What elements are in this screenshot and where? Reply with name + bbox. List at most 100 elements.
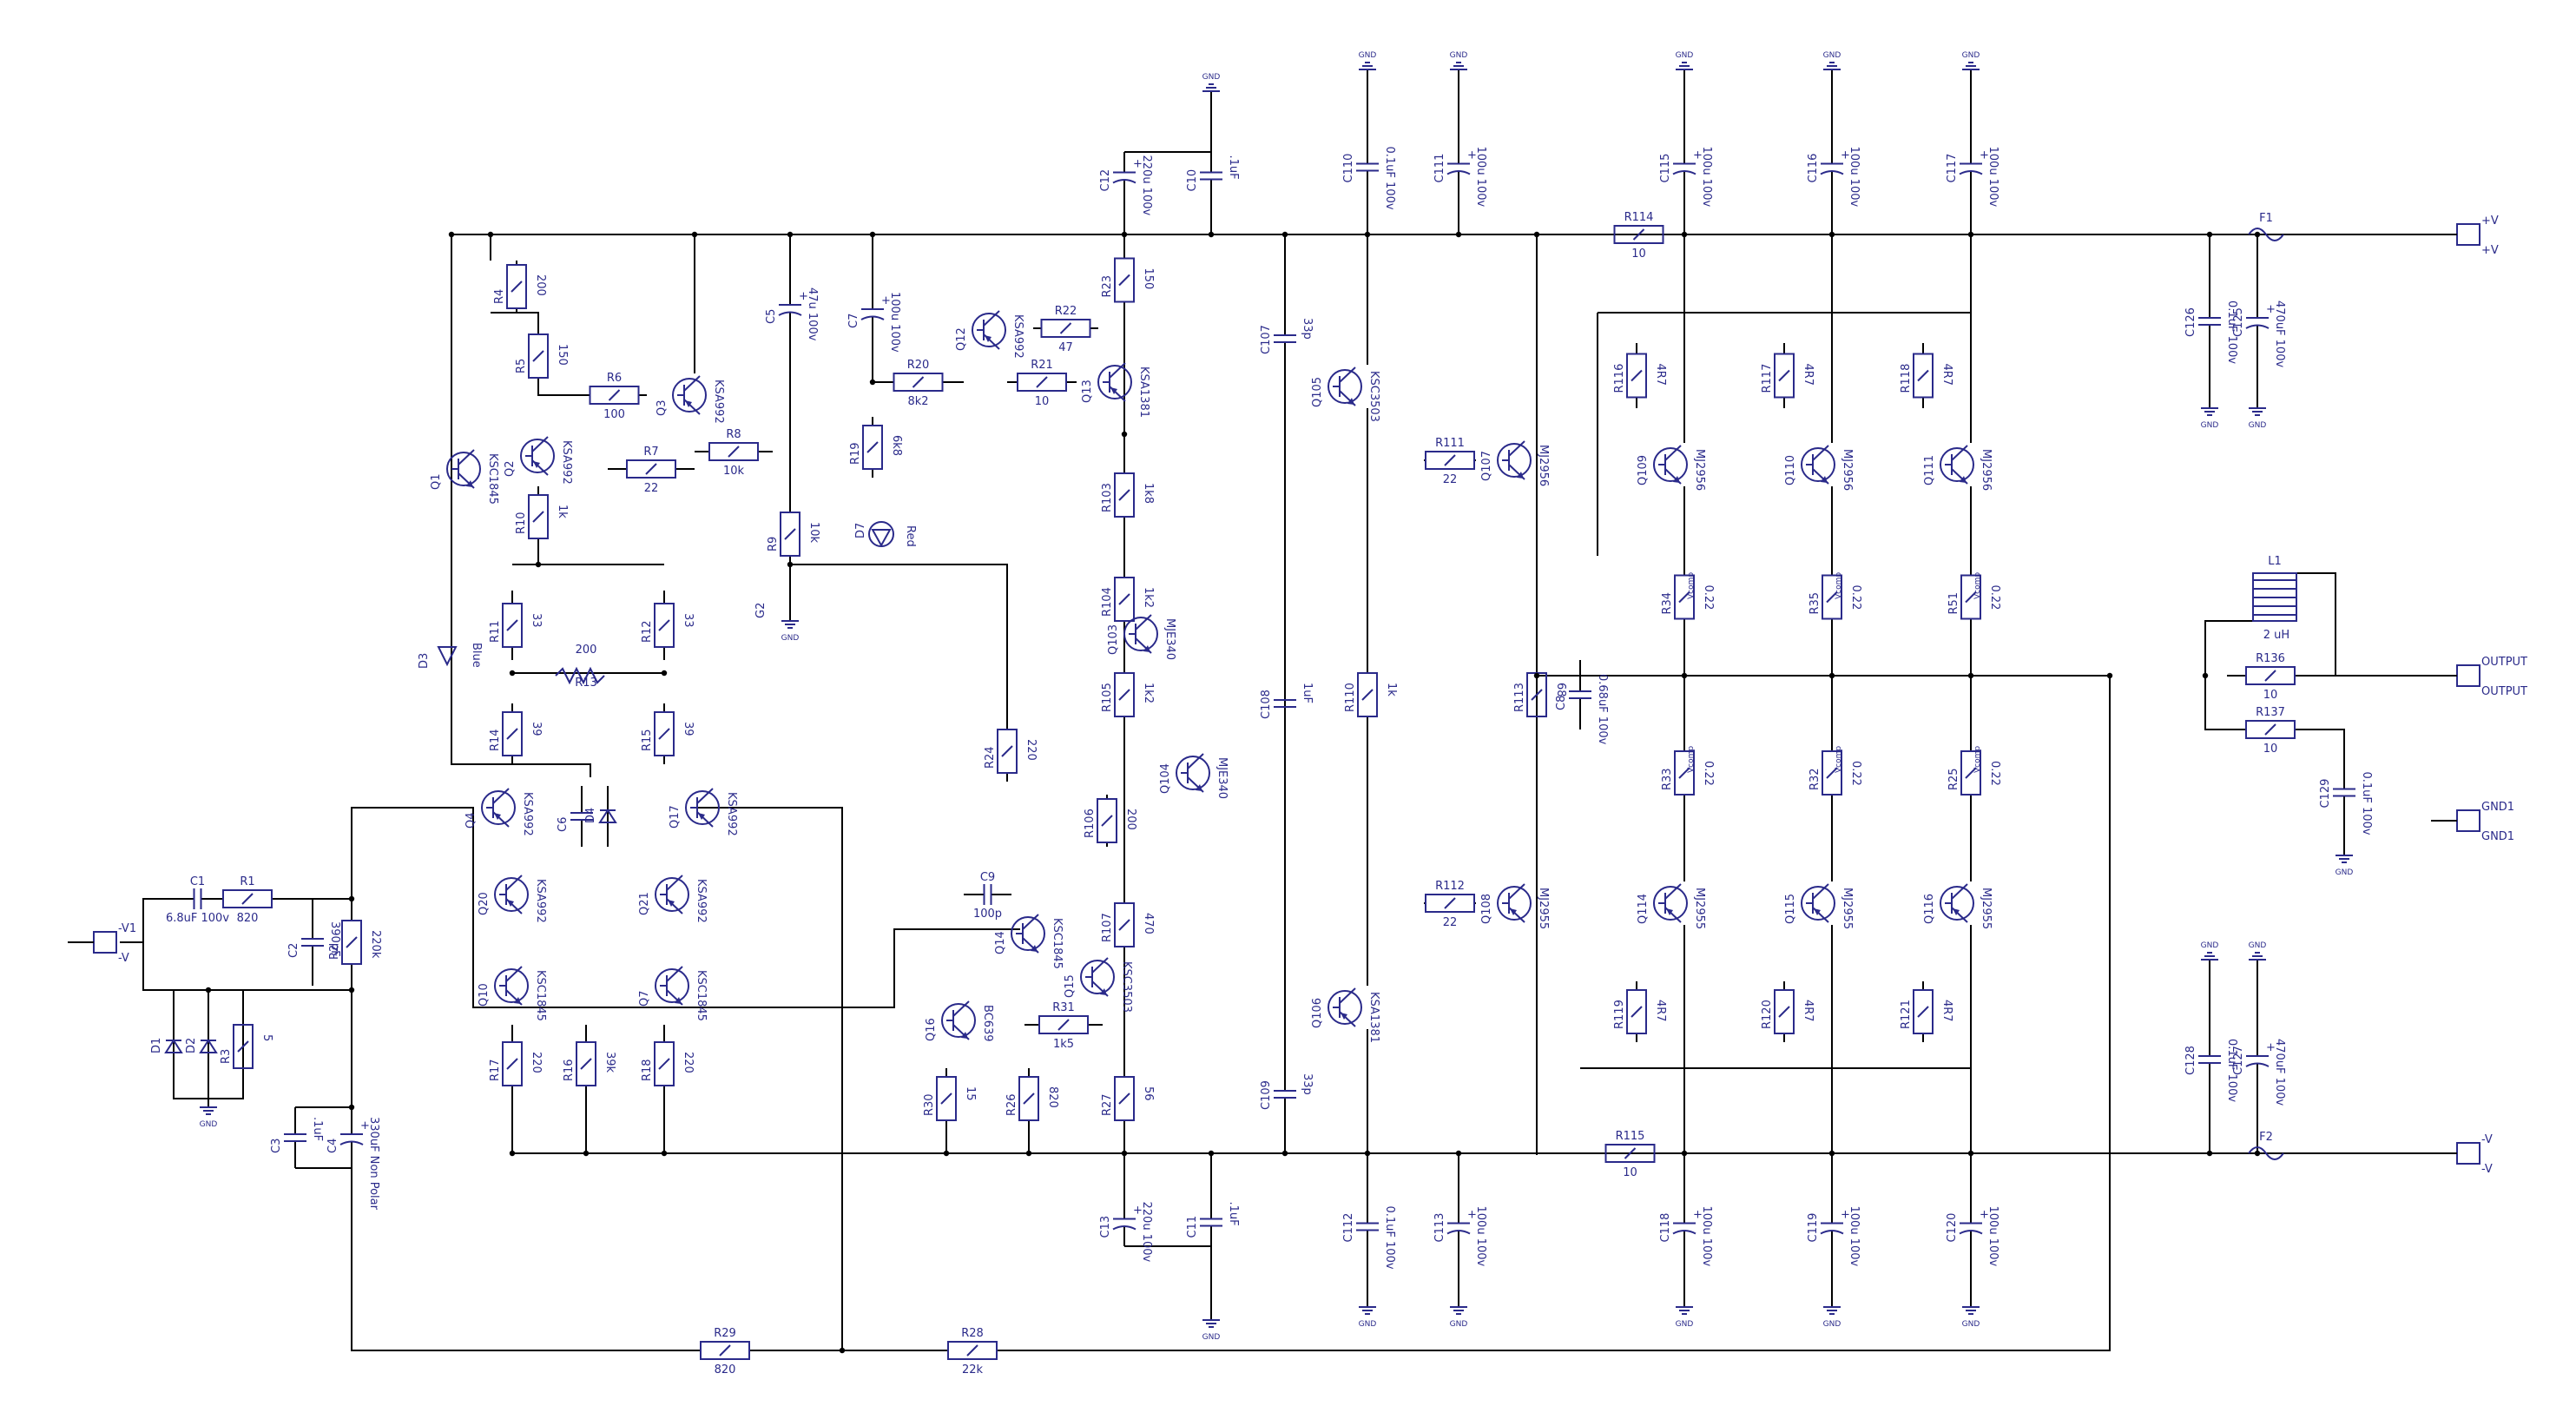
resistor-ref: R21 — [1031, 359, 1053, 372]
resistor-ref: R105 — [1101, 683, 1114, 712]
resistor-ref: R1 — [240, 875, 254, 888]
resistor-value: 100 — [603, 408, 625, 421]
transistor-ref: Q21 — [638, 892, 651, 915]
capacitor-ref: C1 — [190, 875, 205, 888]
junction-dot — [348, 987, 355, 994]
resistor-ref: R30 — [923, 1093, 936, 1116]
ground-net: G2 — [754, 603, 768, 618]
resistor-ref: R51 — [1947, 592, 1960, 615]
resistor-ref: R11 — [489, 620, 502, 643]
resistor-value: 8k2 — [907, 395, 928, 408]
inductor-value: 2 uH — [2263, 629, 2289, 642]
junction-dot — [787, 231, 794, 238]
junction-dot — [348, 895, 355, 902]
wire — [2204, 676, 2227, 730]
transistor-type: KSA992 — [1011, 314, 1024, 359]
resistor-value: 10k — [807, 522, 820, 544]
junction-dot — [1828, 231, 1835, 238]
port-label: OUTPUT — [2481, 685, 2527, 698]
resistor-r3: R35 — [220, 1007, 273, 1086]
capacitor-value: 0.1uF 100v — [1383, 1206, 1396, 1270]
transistor-ref: Q107 — [1480, 451, 1493, 481]
resistor-value: 220 — [1024, 739, 1038, 761]
port-label: -V — [118, 952, 129, 965]
junction-dot — [1967, 231, 1974, 238]
capacitor-c6: C6 — [557, 786, 593, 847]
junction-dot — [2206, 1150, 2213, 1157]
vcomp-label: Vcomp — [1687, 746, 1696, 773]
resistor-value: 10 — [1631, 248, 1646, 261]
led-color: Blue — [470, 643, 483, 668]
transistor-type: MJ2955 — [1693, 888, 1706, 929]
resistor-ref: R19 — [849, 442, 862, 465]
resistor-value: 150 — [556, 344, 569, 366]
resistor-ref: R24 — [984, 746, 997, 769]
junction-dot — [787, 561, 794, 568]
resistor-value: 10 — [2263, 689, 2278, 702]
gnd-label: GND — [2249, 421, 2267, 430]
capacitor-ref: C7 — [847, 314, 860, 328]
resistor-ref: R136 — [2256, 652, 2285, 665]
capacitor-value: .1uF — [1227, 155, 1240, 180]
capacitor-c11: C11.1uF — [1186, 1198, 1240, 1246]
capacitor-value: 100p — [973, 908, 1002, 921]
junction-dot — [1208, 231, 1215, 238]
capacitor-ref: C129 — [2319, 779, 2332, 809]
resistor-value: 220k — [369, 930, 382, 959]
inductor-l1: L12 uH — [2252, 555, 2297, 642]
svg-text:+: + — [2266, 303, 2276, 316]
gnd-label: GND — [781, 634, 800, 643]
junction-dot — [869, 379, 876, 386]
gnd-label: GND — [1676, 1320, 1694, 1329]
capacitor-ref: C111 — [1433, 154, 1446, 183]
transistor-type: MJ2955 — [1537, 888, 1550, 929]
capacitor-ref: C119 — [1807, 1213, 1820, 1243]
transistor-type: KSA992 — [534, 879, 547, 923]
capacitor-ref: C10 — [1186, 169, 1199, 192]
capacitor-value: 100u 100v — [1474, 147, 1487, 208]
junction-dot — [1455, 1150, 1462, 1157]
svg-text:+: + — [1980, 149, 1989, 162]
capacitor-value: 100u 100v — [888, 292, 901, 353]
resistor-value: 4R7 — [1802, 1000, 1815, 1022]
gnd-label: GND — [1450, 51, 1468, 60]
junction-dot — [1121, 1150, 1128, 1157]
capacitor-ref: C9 — [980, 871, 995, 884]
resistor-ref: R107 — [1101, 913, 1114, 942]
port-label: +V — [2481, 215, 2499, 228]
wire — [2314, 729, 2345, 764]
ground-symbol: GND — [1676, 1298, 1694, 1329]
resistor-ref: R27 — [1101, 1093, 1114, 1116]
capacitor-value: 100u 100v — [1700, 1206, 1713, 1267]
gnd-label: GND — [2201, 941, 2219, 950]
capacitor-value: 470uF 100v — [2273, 1039, 2286, 1106]
capacitor-value: 100u 100v — [1474, 1206, 1487, 1267]
ground-symbol: GND — [1202, 1311, 1220, 1342]
resistor-value: 0.22 — [1702, 585, 1715, 611]
capacitor-ref: C125 — [2232, 307, 2245, 337]
capacitor-ref: C126 — [2184, 307, 2197, 337]
resistor-ref: R137 — [2256, 706, 2285, 719]
